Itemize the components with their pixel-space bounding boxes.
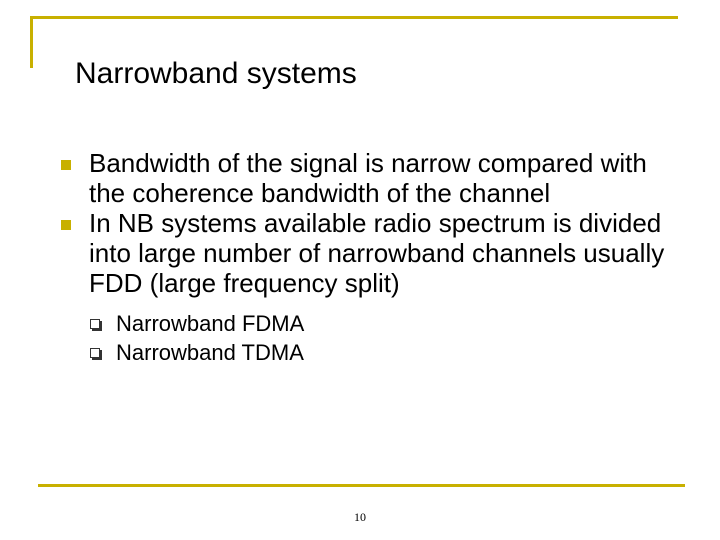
sub-bullet-item: Narrowband FDMA	[89, 309, 680, 338]
slide-title: Narrowband systems	[75, 57, 357, 90]
square-bullet-icon	[61, 220, 71, 230]
sub-bullet-text: Narrowband FDMA	[116, 311, 305, 336]
bullet-list: Bandwidth of the signal is narrow compar…	[60, 148, 680, 367]
square-bullet-icon	[61, 160, 71, 170]
sub-bullet-item: Narrowband TDMA	[89, 338, 680, 367]
sub-bullet-list: Narrowband FDMA Narrowband TDMA	[89, 309, 680, 367]
frame-left-rule	[30, 16, 33, 68]
sub-bullet-text: Narrowband TDMA	[116, 340, 304, 365]
bullet-item: In NB systems available radio spectrum i…	[60, 208, 680, 367]
bullet-text: In NB systems available radio spectrum i…	[89, 208, 665, 298]
checkbox-bullet-icon	[90, 348, 100, 358]
checkbox-bullet-icon	[90, 319, 100, 329]
frame-top-rule	[30, 16, 678, 19]
bullet-item: Bandwidth of the signal is narrow compar…	[60, 148, 680, 208]
frame-bottom-rule	[38, 484, 685, 487]
page-number: 10	[354, 510, 366, 524]
bullet-text: Bandwidth of the signal is narrow compar…	[89, 148, 647, 208]
